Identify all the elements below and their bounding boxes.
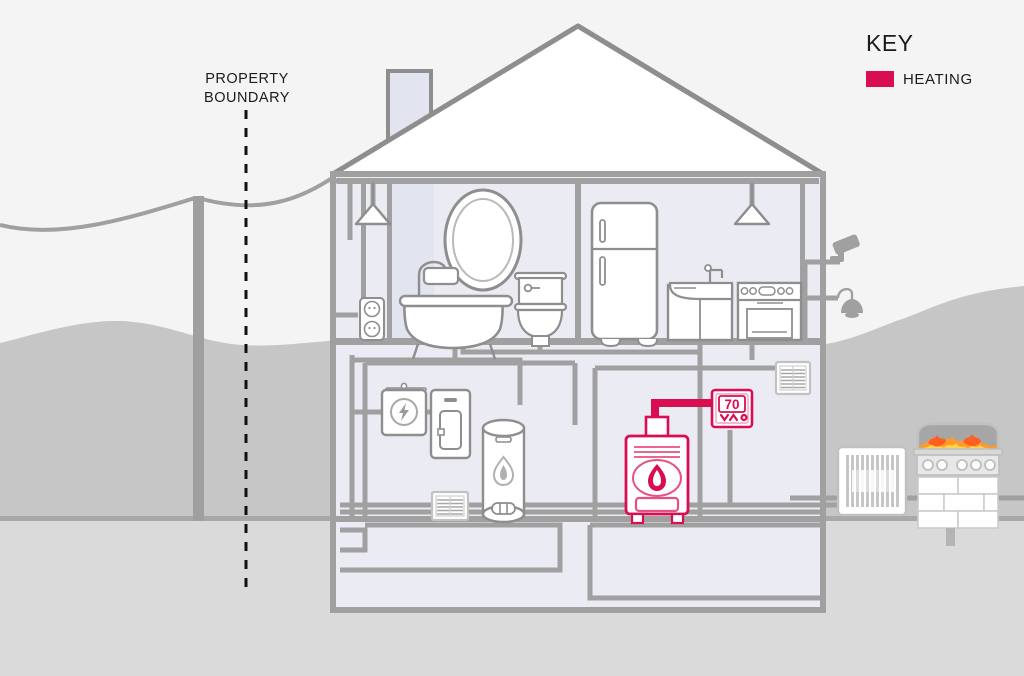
- pendant-lamp-kitchen: [733, 183, 771, 226]
- thermostat-value: 70: [724, 397, 739, 412]
- stove-oven: [736, 281, 803, 342]
- grill-post: [946, 528, 955, 546]
- security-camera-icon: [830, 234, 860, 262]
- key-item-heating-label: HEATING: [903, 71, 973, 88]
- house-outer-wall: [330, 171, 826, 613]
- wall-vent-register: [774, 360, 812, 396]
- exterior-lamp-icon: [836, 287, 863, 318]
- key-title: KEY: [866, 30, 914, 56]
- pipe-lower-left-step: [340, 527, 368, 553]
- pipe-lower-right-box: [587, 525, 823, 601]
- roof-left-edge: [331, 23, 825, 177]
- floor-vent-basement: [430, 490, 470, 522]
- toilet: [513, 271, 568, 347]
- heating-swatch: [866, 71, 894, 87]
- bathtub: [398, 260, 514, 360]
- water-heater: [481, 418, 526, 524]
- brick-bbq-grill: [913, 422, 1003, 546]
- wall-bath-left: [361, 178, 366, 340]
- power-line-left: [0, 196, 196, 232]
- chevron-down-icon: [719, 413, 730, 422]
- property-boundary-line-2: BOUNDARY: [204, 90, 290, 106]
- thermostat[interactable]: 70: [710, 388, 754, 429]
- utility-pole: [193, 196, 204, 521]
- hill-left: [0, 320, 340, 520]
- bath-left-strip: [337, 178, 359, 340]
- property-boundary-label: PROPERTY BOUNDARY: [142, 70, 352, 108]
- ground-floor-slab: [333, 338, 823, 345]
- gas-boiler: [624, 415, 690, 525]
- property-boundary-line-1: PROPERTY: [205, 71, 289, 87]
- wall-bath-kitchen-divider: [575, 178, 581, 340]
- kitchen-sink-cabinet: [666, 264, 734, 342]
- ac-condenser-unit: [836, 445, 908, 517]
- bathroom-mirror: [443, 188, 523, 292]
- pipe-lower-left-box: [340, 522, 563, 573]
- double-power-outlet: [359, 297, 385, 341]
- refrigerator: [590, 201, 659, 348]
- bolt-icon: [399, 403, 409, 421]
- breaker-panel: [429, 388, 472, 460]
- flame-icon: [648, 464, 666, 491]
- basement-floor-line: [333, 516, 823, 522]
- wall-bath-accent-left: [387, 178, 392, 340]
- pendant-lamp-bathroom: [354, 183, 392, 226]
- grill-bricks: [917, 476, 999, 529]
- chevron-up-icon: [728, 413, 739, 422]
- electric-meter: [380, 382, 428, 437]
- wall-kitchen-right: [800, 178, 805, 340]
- flame-icon: [492, 455, 515, 487]
- power-line-right: [197, 174, 337, 208]
